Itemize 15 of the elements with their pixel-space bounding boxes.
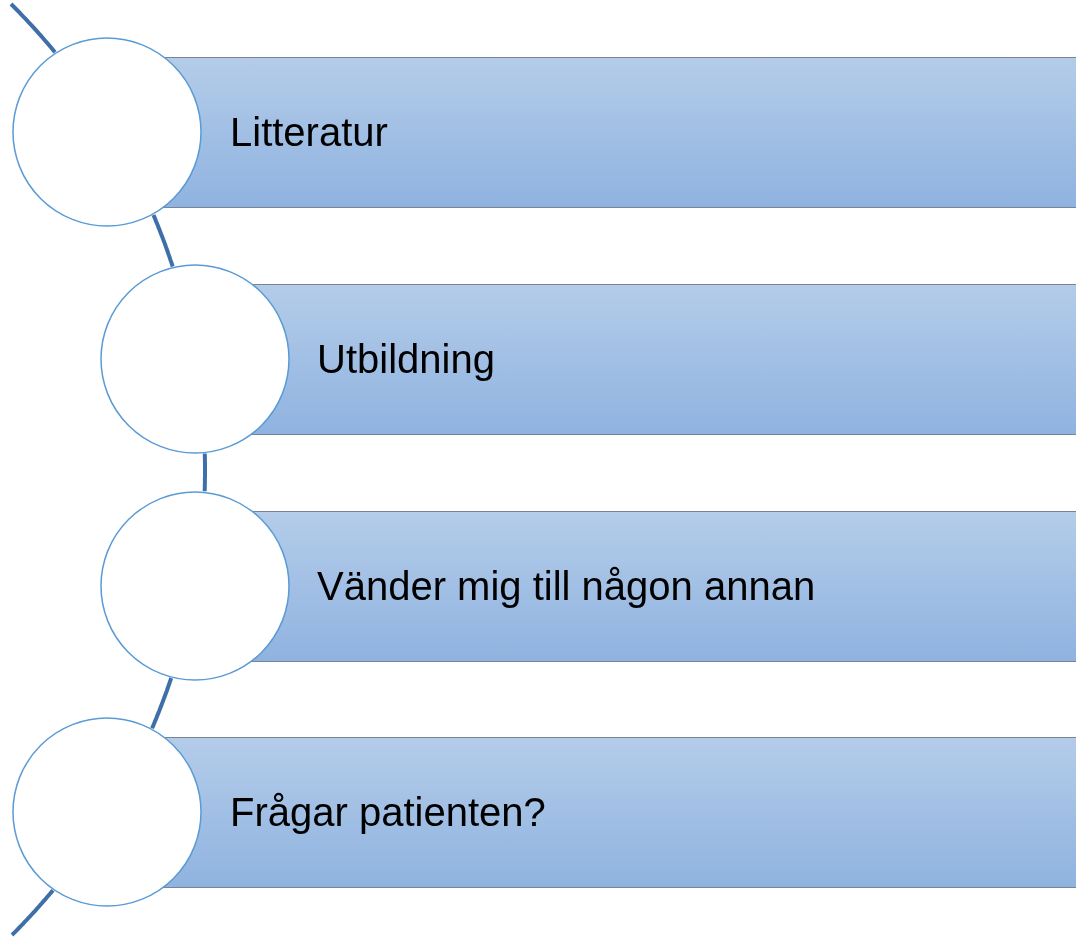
circle-marker	[100, 264, 290, 454]
curved-connector	[202, 453, 207, 492]
list-bar	[250, 511, 1076, 662]
circle-marker	[12, 717, 202, 907]
curved-connector	[10, 889, 55, 937]
list-bar	[250, 284, 1076, 435]
circle-marker	[100, 491, 290, 681]
circle-marker	[12, 37, 202, 227]
item-label: Utbildning	[317, 337, 495, 382]
curved-connector	[9, 2, 57, 54]
curved-connector	[151, 214, 175, 268]
item-label: Litteratur	[230, 110, 388, 155]
item-label: Vänder mig till någon annan	[317, 564, 816, 609]
item-label: Frågar patienten?	[230, 790, 546, 835]
curved-connector	[150, 677, 174, 730]
